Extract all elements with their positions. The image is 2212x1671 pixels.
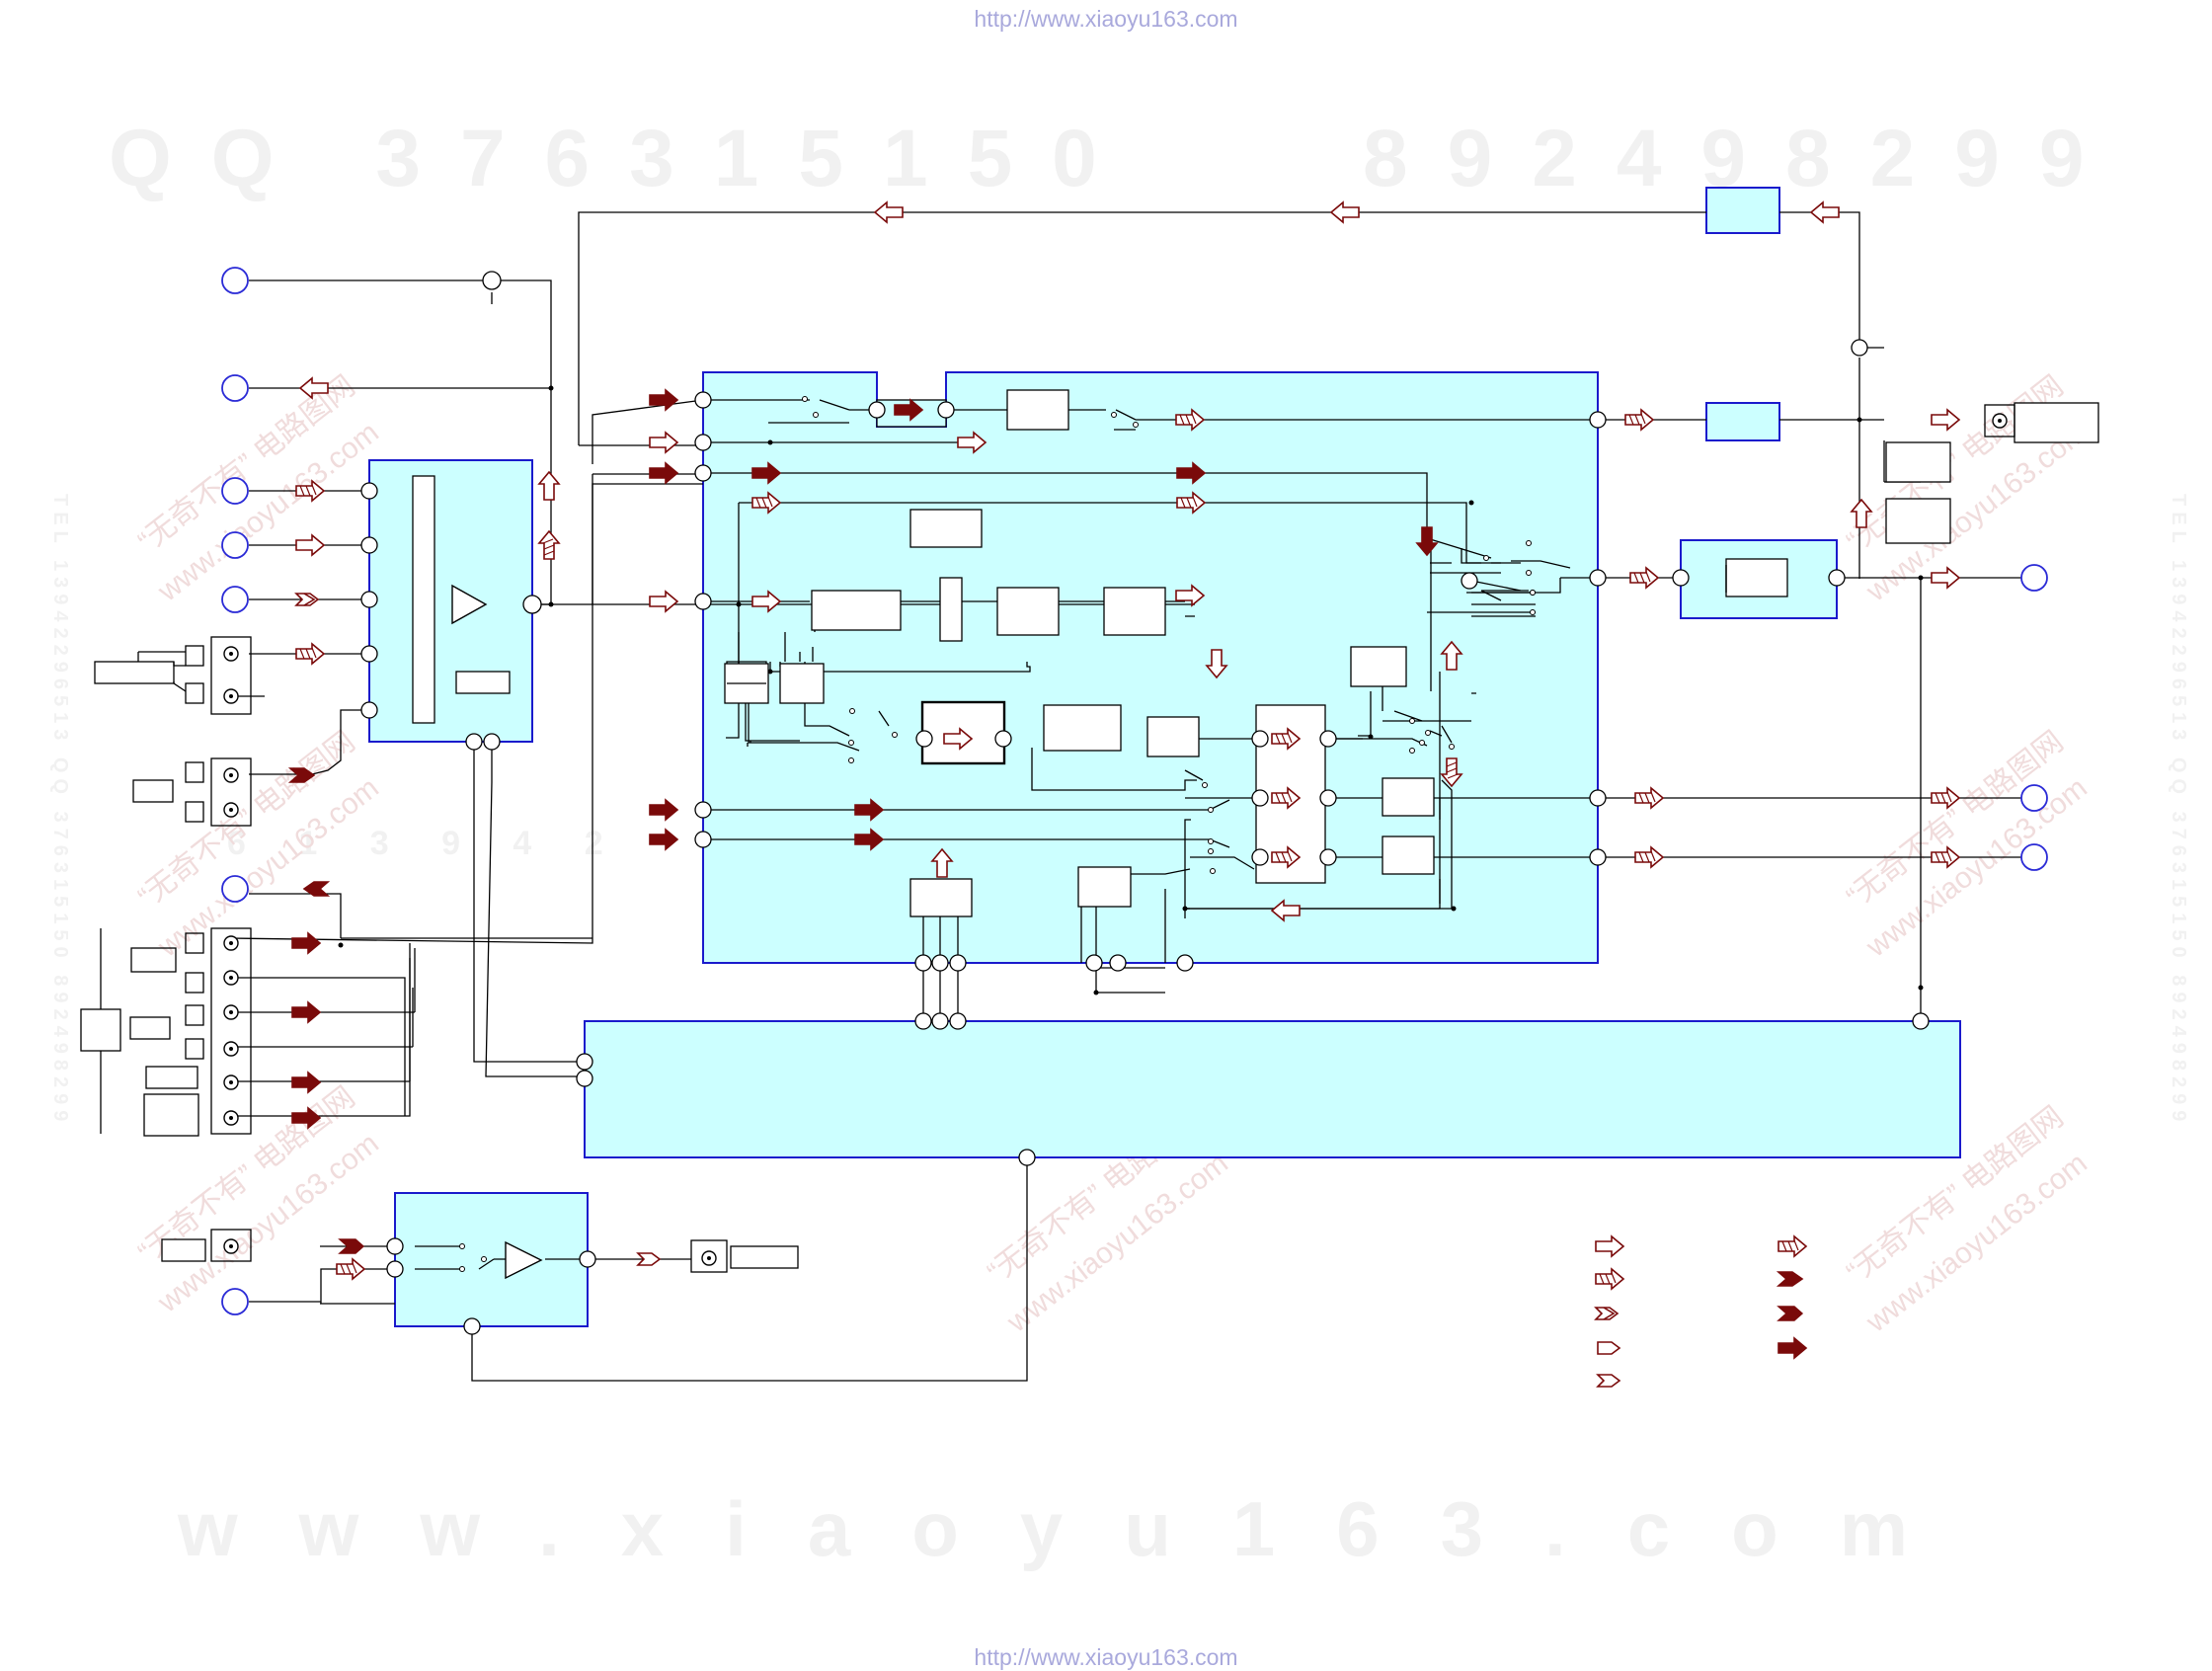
system-control-block: [584, 1020, 1961, 1158]
watermark-site: www.xiaoyu163.com: [177, 1485, 1969, 1572]
connector-circle-icon: [2020, 843, 2048, 871]
connector-circle-icon: [221, 374, 249, 402]
stage-decoder: [811, 590, 902, 631]
connector-circle-icon: [2020, 784, 2048, 812]
connector-circle-icon: [221, 267, 249, 294]
selector-small-box: [455, 671, 511, 694]
audio-in-box: [161, 1238, 206, 1262]
watermark-mid-digits: 6 1 3 9 4 2: [227, 825, 625, 862]
video-out-module: [1705, 402, 1780, 441]
amplifier-triangle-icon: [505, 1240, 543, 1280]
footer-url[interactable]: http://www.xiaoyu163.com: [974, 1644, 1238, 1670]
amplifier-triangle-icon: [451, 584, 488, 625]
stage-ad-2: [779, 663, 825, 704]
switch-contacts: [459, 396, 1536, 1272]
stage-mode: [1350, 646, 1407, 687]
connector-circle-icon: [221, 531, 249, 559]
top-right-stage-2: [1885, 498, 1951, 544]
amplifier-icons: [451, 565, 1727, 1280]
external-connectors[interactable]: [221, 267, 2048, 1315]
connector-circle-icon: [221, 1288, 249, 1315]
top-right-module: [1705, 187, 1780, 234]
top-right-stage-1: [1885, 441, 1951, 483]
stage-sync: [909, 509, 983, 548]
legend: [1595, 1235, 1807, 1388]
stage-ctrl-1: [1077, 866, 1132, 908]
stage-ctrl-2: [909, 878, 973, 917]
stage-buffer-1: [1382, 777, 1435, 817]
stage-proc-a: [996, 587, 1060, 636]
watermark-qq: QQ 376315150: [109, 114, 1137, 203]
watermark-side-left: TEL 13942296513 QQ 376315150 892498299: [49, 494, 71, 1127]
selector-switch-bar: [412, 475, 435, 724]
audio-out-box: [730, 1245, 799, 1269]
stage-proc-b: [1103, 587, 1166, 636]
stage-buffer-2: [1382, 836, 1435, 875]
connector-circle-icon: [221, 586, 249, 613]
connector-circle-icon: [221, 875, 249, 903]
component-out-box: [2014, 402, 2099, 443]
stage-filter-3: [1146, 716, 1200, 757]
stage-combiner: [939, 577, 963, 642]
port-nodes: [360, 271, 1930, 1335]
out-driver-inner: [1725, 558, 1788, 597]
junctions: [338, 385, 1924, 995]
connector-circle-icon: [221, 477, 249, 505]
connector-circle-icon: [2020, 564, 2048, 592]
stage-filter-2: [1043, 704, 1122, 752]
rear-panel-jacks: [80, 404, 2015, 1273]
header-url[interactable]: http://www.xiaoyu163.com: [974, 6, 1238, 32]
input-selector-block: [368, 459, 533, 743]
stage-osd: [1006, 389, 1069, 431]
watermark-side-right: TEL 13942296513 QQ 376315150 892498299: [2168, 494, 2189, 1127]
